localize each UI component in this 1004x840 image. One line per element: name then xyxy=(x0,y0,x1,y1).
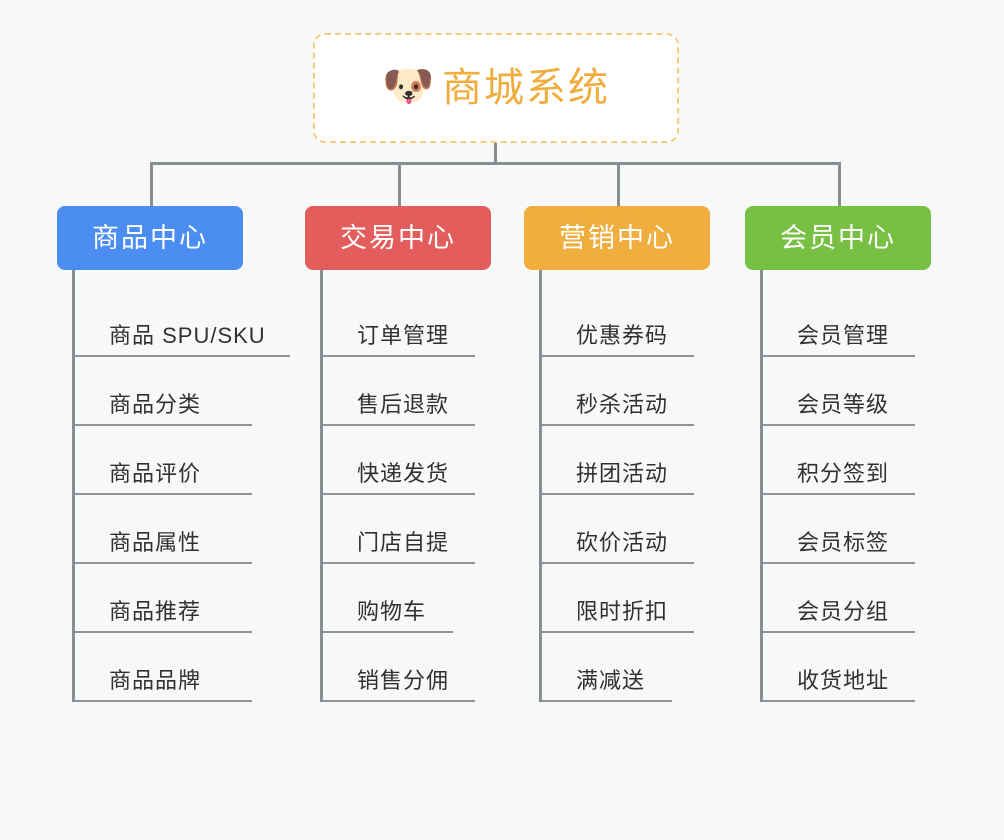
leaf-item-label: 商品评价 xyxy=(109,461,202,486)
leaf-item[interactable]: 商品 SPU/SKU xyxy=(75,288,290,357)
root-node-mall-system[interactable]: 🐶 商城系统 xyxy=(313,33,679,143)
leaf-list-marketing-center: 优惠券码 秒杀活动 拼团活动 砍价活动 限时折扣 满减送 xyxy=(539,270,710,702)
branch-trade-center: 交易中心 订单管理 售后退款 快递发货 门店自提 购物车 销售分佣 xyxy=(305,206,491,702)
leaf-item-label: 砍价活动 xyxy=(576,530,669,555)
category-header-label: 商品中心 xyxy=(92,222,208,253)
leaf-item-label: 商品 SPU/SKU xyxy=(109,323,266,348)
branch-product-center: 商品中心 商品 SPU/SKU 商品分类 商品评价 商品属性 商品推荐 商品品牌 xyxy=(57,206,290,702)
leaf-item-label: 销售分佣 xyxy=(357,668,450,693)
leaf-item-label: 商品属性 xyxy=(109,530,202,555)
leaf-item[interactable]: 会员标签 xyxy=(763,495,915,564)
leaf-item-label: 会员标签 xyxy=(797,530,890,555)
leaf-item[interactable]: 销售分佣 xyxy=(323,633,475,702)
root-node-title: 商城系统 xyxy=(442,66,610,110)
leaf-item[interactable]: 会员等级 xyxy=(763,357,915,426)
leaf-item-label: 购物车 xyxy=(357,599,427,624)
leaf-item[interactable]: 购物车 xyxy=(323,564,453,633)
category-header-marketing-center[interactable]: 营销中心 xyxy=(524,206,710,270)
leaf-item[interactable]: 限时折扣 xyxy=(542,564,694,633)
leaf-list-product-center: 商品 SPU/SKU 商品分类 商品评价 商品属性 商品推荐 商品品牌 xyxy=(72,270,290,702)
leaf-item[interactable]: 商品推荐 xyxy=(75,564,252,633)
connector-trunk-stem xyxy=(494,143,497,165)
leaf-item[interactable]: 积分签到 xyxy=(763,426,915,495)
leaf-item-label: 快递发货 xyxy=(357,461,450,486)
leaf-item-label: 会员分组 xyxy=(797,599,890,624)
leaf-item-label: 门店自提 xyxy=(357,530,450,555)
leaf-item-label: 商品分类 xyxy=(109,392,202,417)
leaf-list-trade-center: 订单管理 售后退款 快递发货 门店自提 购物车 销售分佣 xyxy=(320,270,491,702)
leaf-item[interactable]: 秒杀活动 xyxy=(542,357,694,426)
leaf-item[interactable]: 门店自提 xyxy=(323,495,475,564)
leaf-item[interactable]: 售后退款 xyxy=(323,357,475,426)
leaf-item[interactable]: 会员管理 xyxy=(763,288,915,357)
connector-drop-member-center xyxy=(838,162,841,206)
leaf-item-label: 收货地址 xyxy=(797,668,890,693)
leaf-item-label: 售后退款 xyxy=(357,392,450,417)
leaf-item-label: 会员等级 xyxy=(797,392,890,417)
leaf-item[interactable]: 砍价活动 xyxy=(542,495,694,564)
category-header-label: 交易中心 xyxy=(340,222,456,253)
leaf-item[interactable]: 优惠券码 xyxy=(542,288,694,357)
category-header-member-center[interactable]: 会员中心 xyxy=(745,206,931,270)
category-header-label: 会员中心 xyxy=(780,222,896,253)
category-header-trade-center[interactable]: 交易中心 xyxy=(305,206,491,270)
leaf-item[interactable]: 商品品牌 xyxy=(75,633,252,702)
leaf-item[interactable]: 会员分组 xyxy=(763,564,915,633)
leaf-item[interactable]: 快递发货 xyxy=(323,426,475,495)
leaf-item-label: 商品推荐 xyxy=(109,599,202,624)
leaf-item-label: 积分签到 xyxy=(797,461,890,486)
leaf-item-label: 商品品牌 xyxy=(109,668,202,693)
dog-face-icon: 🐶 xyxy=(382,62,435,109)
leaf-item-label: 限时折扣 xyxy=(576,599,669,624)
leaf-item[interactable]: 商品分类 xyxy=(75,357,252,426)
leaf-item-label: 优惠券码 xyxy=(576,323,669,348)
category-header-label: 营销中心 xyxy=(559,222,675,253)
branch-member-center: 会员中心 会员管理 会员等级 积分签到 会员标签 会员分组 收货地址 xyxy=(745,206,931,702)
leaf-item-label: 满减送 xyxy=(576,668,646,693)
category-header-product-center[interactable]: 商品中心 xyxy=(57,206,243,270)
leaf-item-label: 会员管理 xyxy=(797,323,890,348)
connector-trunk-bar xyxy=(150,162,838,165)
connector-drop-trade-center xyxy=(398,162,401,206)
leaf-item-label: 拼团活动 xyxy=(576,461,669,486)
leaf-item-label: 秒杀活动 xyxy=(576,392,669,417)
leaf-item[interactable]: 订单管理 xyxy=(323,288,475,357)
branch-marketing-center: 营销中心 优惠券码 秒杀活动 拼团活动 砍价活动 限时折扣 满减送 xyxy=(524,206,710,702)
leaf-item[interactable]: 收货地址 xyxy=(763,633,915,702)
leaf-item[interactable]: 商品评价 xyxy=(75,426,252,495)
connector-drop-product-center xyxy=(150,162,153,206)
leaf-item-label: 订单管理 xyxy=(357,323,450,348)
leaf-list-member-center: 会员管理 会员等级 积分签到 会员标签 会员分组 收货地址 xyxy=(760,270,931,702)
leaf-item[interactable]: 商品属性 xyxy=(75,495,252,564)
connector-drop-marketing-center xyxy=(617,162,620,206)
leaf-item[interactable]: 拼团活动 xyxy=(542,426,694,495)
leaf-item[interactable]: 满减送 xyxy=(542,633,672,702)
